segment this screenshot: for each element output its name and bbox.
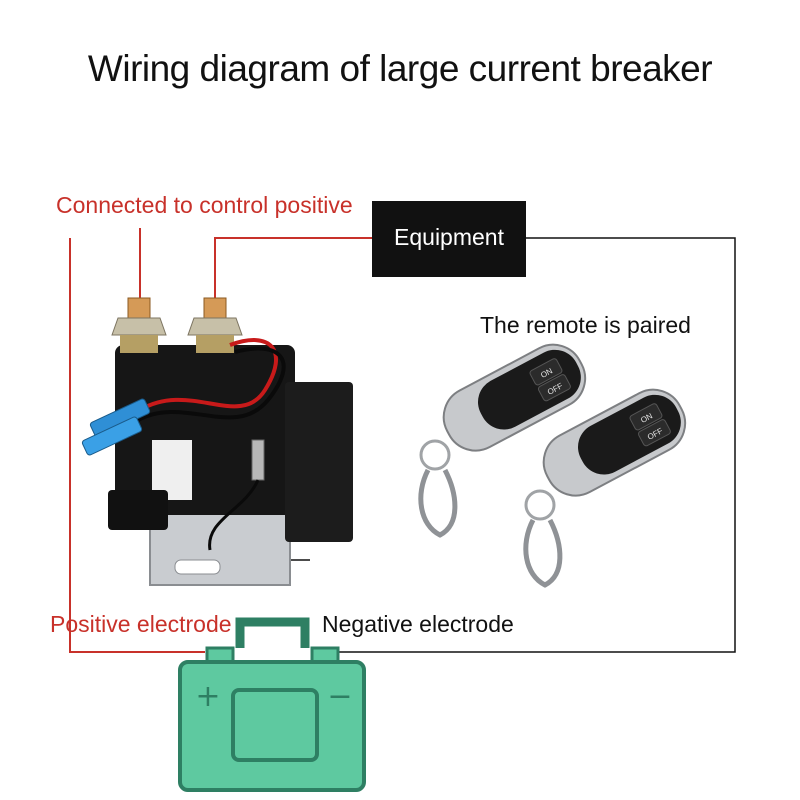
terminal-right-base — [196, 335, 234, 353]
battery-inner-panel — [231, 688, 319, 762]
black-wire-equipment — [335, 237, 736, 653]
battery-handle — [235, 617, 310, 648]
battery-minus-icon: − — [327, 679, 352, 714]
terminal-left-base — [120, 335, 158, 353]
battery-terminal-right — [310, 646, 340, 664]
breaker-lower-left — [108, 490, 168, 530]
equipment-box — [372, 201, 526, 277]
label-positive-electrode: Positive electrode — [50, 611, 232, 637]
breaker-bracket-slot — [174, 559, 221, 575]
label-negative-electrode: Negative electrode — [322, 611, 514, 637]
remote-2-off-btn — [637, 419, 671, 447]
terminal-right-nut — [187, 317, 243, 336]
remote-2-on-btn — [629, 403, 663, 431]
diagram-title: Wiring diagram of large current breaker — [87, 48, 713, 89]
battery-terminal-left — [205, 646, 235, 664]
remote-1-ring-icon — [419, 439, 451, 471]
battery-plus-icon: + — [195, 679, 220, 714]
blue-connector-2 — [81, 416, 143, 456]
remote-1-on-btn — [529, 358, 563, 386]
red-wire-right — [214, 237, 372, 298]
breaker-cable-ground — [208, 479, 260, 551]
label-remote-paired: The remote is paired — [480, 312, 691, 338]
remote-1-off-btn — [537, 374, 571, 402]
red-wire-positive — [69, 238, 205, 653]
terminal-left-nut — [111, 317, 167, 336]
breaker-cable-black — [137, 346, 286, 422]
remote-fob-2: ON OFF — [542, 388, 687, 497]
breaker-cable-red — [138, 338, 278, 412]
remote-fob-1: ON OFF — [442, 343, 587, 452]
equipment-label: Equipment — [394, 224, 504, 250]
label-control-positive: Connected to control positive — [56, 192, 353, 218]
remote-1-clasp-icon — [418, 468, 458, 538]
remote-2-clasp-icon — [523, 518, 563, 588]
remote-2-ring-icon — [524, 489, 556, 521]
breaker-side-box — [285, 382, 353, 542]
